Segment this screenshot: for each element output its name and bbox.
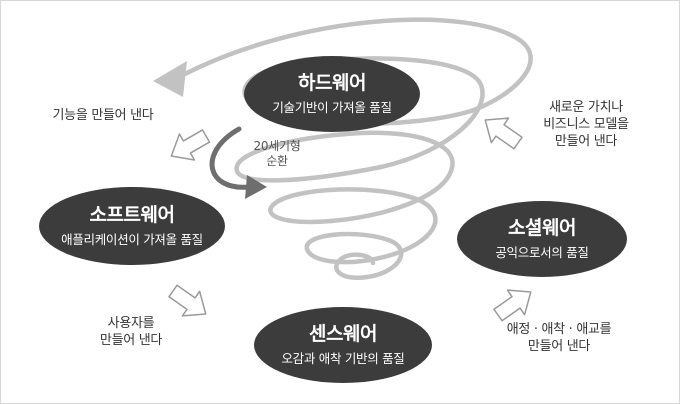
spiral-lower-loop — [268, 187, 438, 265]
node-software-title: 소프트웨어 — [89, 204, 175, 226]
arrow-sw-to-sense — [168, 284, 207, 317]
cycle-arrow-curve — [209, 126, 252, 190]
arrow-social-to-hw — [484, 117, 523, 150]
spiral-mid-loop — [234, 130, 455, 224]
node-software-subtitle: 애플리케이션이 가져올 품질 — [61, 232, 203, 247]
node-software: 소프트웨어 애플리케이션이 가져올 품질 — [39, 187, 225, 265]
label-cycle-line2: 순환 — [266, 154, 288, 168]
spiral-outer-arc — [176, 17, 533, 114]
arrow-sense-to-social — [493, 289, 532, 322]
node-hardware: 하드웨어 기술기반이 가져올 품질 — [244, 56, 420, 132]
arrow-hw-to-sw — [170, 129, 211, 161]
node-hardware-title: 하드웨어 — [298, 72, 366, 94]
cycle-arrowhead — [245, 175, 267, 199]
spiral-tail — [304, 231, 404, 281]
label-social-to-hw-line3: 만들어 낸다 — [554, 134, 618, 149]
node-senseware-subtitle: 오감과 애착 기반의 품질 — [281, 351, 405, 366]
label-sw-to-sense: 사용자를 만들어 낸다 — [81, 315, 181, 349]
label-social-to-hw: 새로운 가치나 비즈니스 모델을 만들어 낸다 — [521, 99, 651, 150]
node-senseware-title: 센스웨어 — [309, 323, 377, 345]
label-social-to-hw-line1: 새로운 가치나 — [549, 100, 623, 115]
label-hw-to-sw: 기능을 만들어 낸다 — [23, 107, 183, 124]
node-socialware-title: 소셜웨어 — [508, 217, 576, 239]
node-socialware: 소셜웨어 공익으로서의 품질 — [457, 201, 627, 277]
label-sw-to-sense-line2: 만들어 낸다 — [99, 333, 163, 348]
node-senseware: 센스웨어 오감과 애착 기반의 품질 — [254, 307, 432, 383]
label-sense-to-social-line1: 애정 · 애착 · 애교를 — [506, 322, 612, 337]
node-socialware-subtitle: 공익으로서의 품질 — [495, 245, 589, 260]
label-cycle-line1: 20세기형 — [253, 139, 301, 153]
label-hw-to-sw-text: 기능을 만들어 낸다 — [52, 108, 154, 123]
label-sense-to-social-line2: 만들어 낸다 — [527, 339, 591, 354]
spiral-arrowhead — [153, 61, 187, 97]
node-hardware-subtitle: 기술기반이 가져올 품질 — [272, 100, 392, 115]
label-sense-to-social: 애정 · 애착 · 애교를 만들어 낸다 — [479, 321, 639, 355]
label-cycle: 20세기형 순환 — [237, 139, 317, 169]
label-social-to-hw-line2: 비즈니스 모델을 — [543, 117, 629, 132]
label-sw-to-sense-line1: 사용자를 — [107, 316, 155, 331]
